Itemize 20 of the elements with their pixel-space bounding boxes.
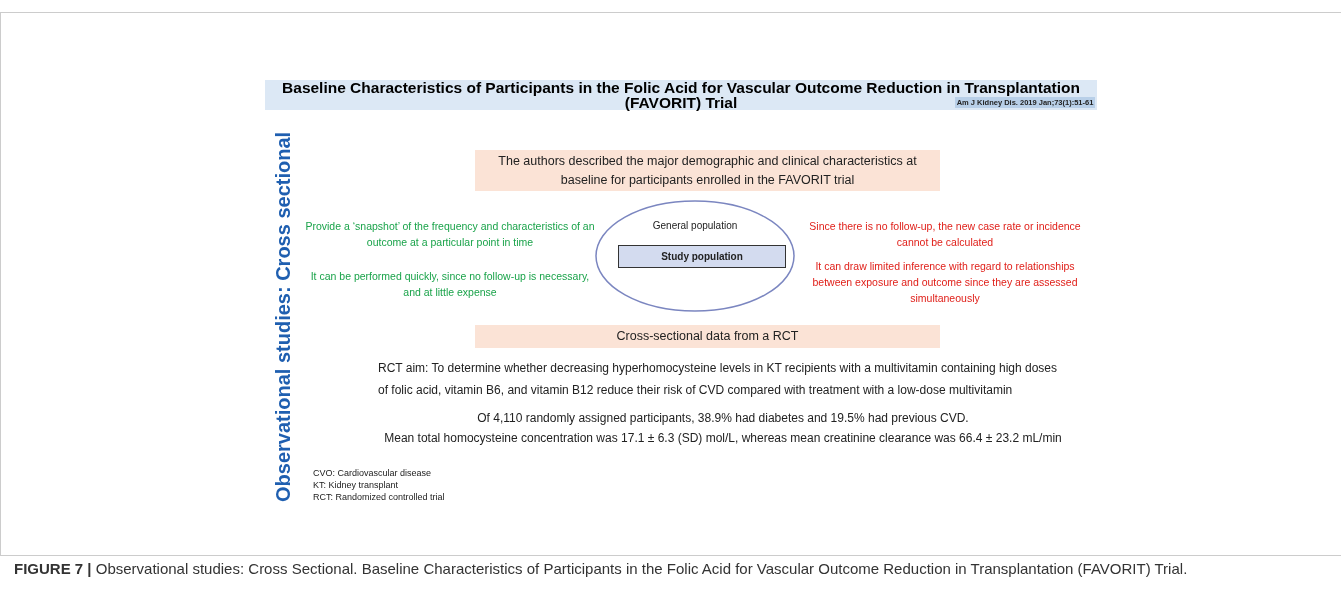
figure-caption: FIGURE 7 | Observational studies: Cross Sectional. Baseline Characteristics of Participants in the Folic Acid for Vascular Outcome Reduction in Transplantation (FAVORIT) Trial. <box>14 559 1189 579</box>
node-text: Study population <box>660 249 744 264</box>
aim-text: RCT aim: To determine whether decreasing hyperhomocysteine levels in KT recipients with a multivitamin containing high doses of folic acid, vitamin B6, and vitamin B12 reduce their risk of CVD compared with treatment with a low-dose multivitamin <box>378 360 1058 399</box>
abbreviation-text: KT: Kidney transplant <box>313 480 400 491</box>
results-text: Mean total homocysteine concentration was 17.1 ± 6.3 (SD) mol/L, whereas mean creatinine clearance was 66.4 ± 23.2 mL/min <box>383 430 1063 446</box>
abbreviation-text: RCT: Randomized controlled trial <box>313 492 446 503</box>
node-text: General population <box>652 220 738 231</box>
node-text: Cross-sectional data from a RCT <box>615 328 800 346</box>
limitation-text: It can draw limited inference with regard to relationships between exposure and outcome since they are assessed simultaneously <box>811 259 1079 306</box>
study-population-box <box>618 245 786 268</box>
advantage-text: Provide a ‘snapshot’ of the frequency and characteristics of an outcome at a particular point in time <box>305 219 595 250</box>
population-ellipse <box>595 200 795 312</box>
results-text: Of 4,110 randomly assigned participants, 38.9% had diabetes and 19.5% had previous CVD. <box>476 410 970 426</box>
vertical-heading: Observational studies: Cross sectional <box>272 130 295 505</box>
limitation-text: Since there is no follow-up, the new case rate or incidence cannot be calculated <box>808 219 1082 250</box>
node-text: The authors described the major demographic and clinical characteristics at baseline for participants enrolled in the FAVORIT trial <box>497 153 918 189</box>
abbreviation-text: CVO: Cardiovascular disease <box>313 468 433 479</box>
advantage-text: It can be performed quickly, since no follow-up is necessary, and at little expense <box>309 269 591 300</box>
highlight-box <box>475 325 940 348</box>
highlight-box <box>475 150 940 191</box>
